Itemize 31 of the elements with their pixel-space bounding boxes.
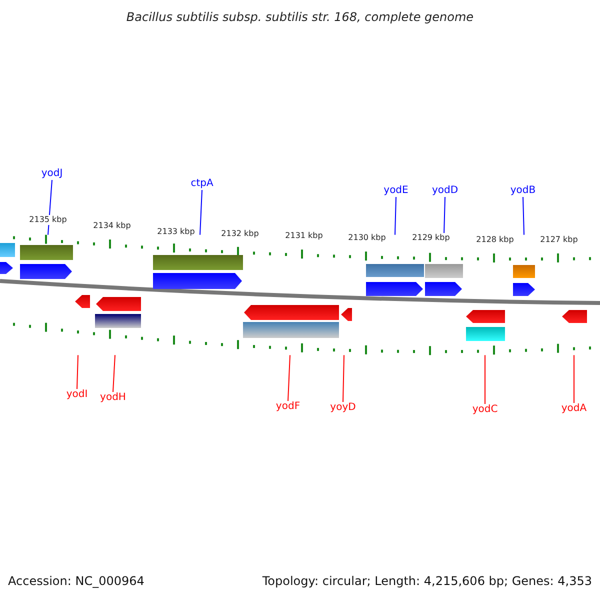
leader-line [394, 196, 396, 236]
genome-info-text: Topology: circular; Length: 4,215,606 bp; Genes: 4,353 [262, 574, 592, 588]
gene-name: yodC [472, 404, 498, 416]
scale-label: 2131 kbp [285, 231, 323, 241]
scale-label: 2130 kbp [348, 233, 386, 243]
leader-line [112, 354, 116, 392]
gene-name: yodH [100, 392, 126, 404]
gene-name: yodI [66, 389, 88, 401]
accession-text: Accession: NC_000964 [8, 574, 144, 588]
scale-label: 2132 kbp [221, 229, 259, 239]
gene-name: ctpA [190, 178, 214, 190]
gene-name: yodE [384, 185, 408, 197]
leader-line [444, 196, 446, 236]
leader-line [484, 354, 486, 404]
gene-name: yodF [276, 401, 300, 413]
leader-line [200, 190, 202, 236]
gene-name: yodB [510, 185, 536, 197]
gene-name: yodD [432, 185, 458, 197]
leader-line [288, 354, 290, 402]
scale-label: 2128 kbp [476, 235, 514, 245]
leader-line [522, 196, 524, 236]
leader-line [76, 354, 78, 390]
scale-label: 2127 kbp [540, 235, 578, 245]
gene-name: yodA [561, 403, 587, 415]
scale-label: 2129 kbp [412, 233, 450, 243]
diagram-title: Bacillus subtilis subsp. subtilis str. 168, complete genome [125, 10, 475, 24]
scale-label: 2135 kbp [29, 215, 67, 225]
gene-name: yoyD [330, 402, 356, 414]
gene-name: yodJ [41, 168, 63, 180]
scale-label: 2133 kbp [157, 227, 195, 237]
leader-line [342, 354, 344, 402]
